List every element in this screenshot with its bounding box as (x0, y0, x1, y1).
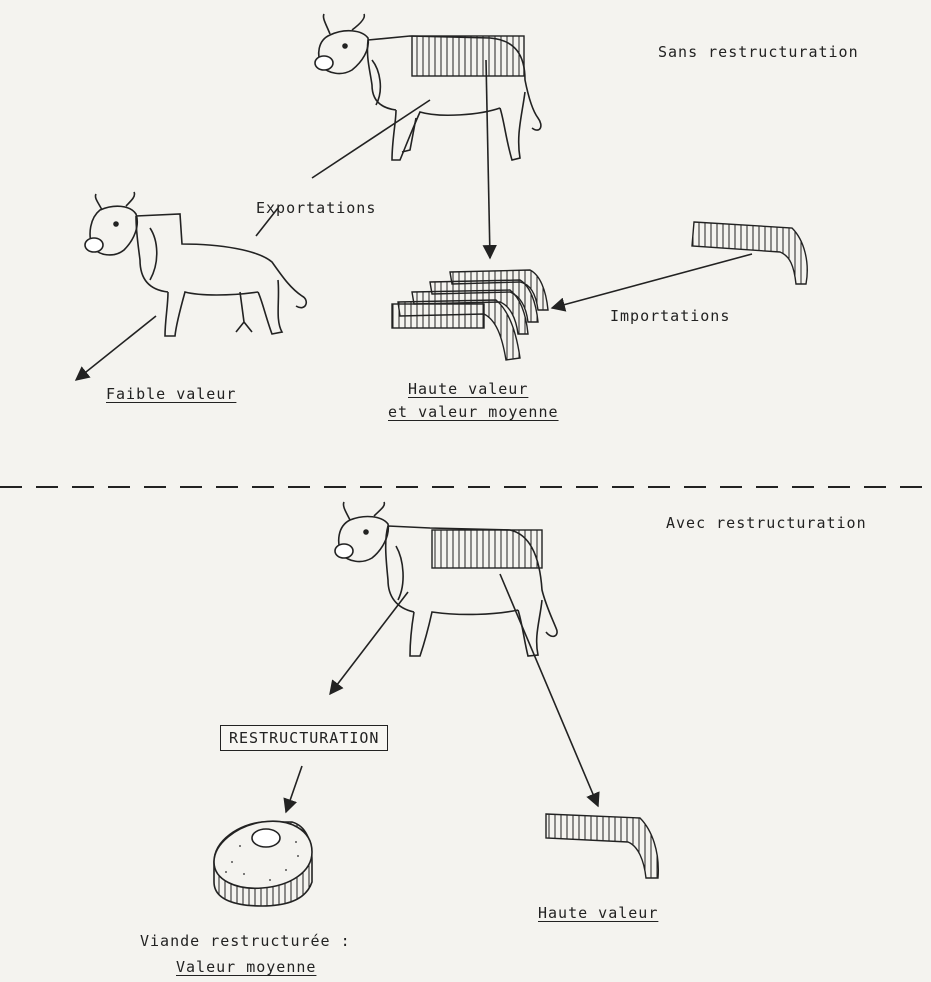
arrow-importations (552, 254, 752, 308)
arrow-to-viande-restructuree (286, 766, 302, 812)
label-haute-valeur-line1: Haute valeur (408, 380, 528, 398)
top-cow-hatched-cut (412, 36, 524, 76)
arrow-to-restructuration (330, 592, 408, 694)
restructuration-box: RESTRUCTURATION (220, 725, 388, 751)
restructured-meat-roll (214, 821, 312, 906)
label-viande-restructuree: Viande restructurée : (140, 932, 351, 950)
haute-valeur-cut (546, 814, 658, 878)
label-importations: Importations (610, 307, 730, 325)
label-haute-valeur-bottom: Haute valeur (538, 904, 658, 922)
arrow-faible-valeur (76, 316, 156, 380)
arrow-to-haute-valeur-bottom (500, 574, 598, 806)
label-exportations: Exportations (256, 199, 376, 217)
label-sans-restructuration: Sans restructuration (658, 43, 859, 61)
label-valeur-moyenne: Valeur moyenne (176, 958, 316, 976)
bottom-cow-illustration (335, 502, 557, 656)
label-faible-valeur: Faible valeur (106, 385, 236, 403)
bottom-cow-hatched-cut (432, 530, 542, 568)
arrow-to-haute-valeur (486, 60, 490, 258)
label-haute-valeur-line2: et valeur moyenne (388, 403, 559, 421)
imported-meat-cut (692, 222, 807, 284)
label-avec-restructuration: Avec restructuration (666, 514, 867, 532)
stacked-meat-cuts (392, 270, 548, 360)
